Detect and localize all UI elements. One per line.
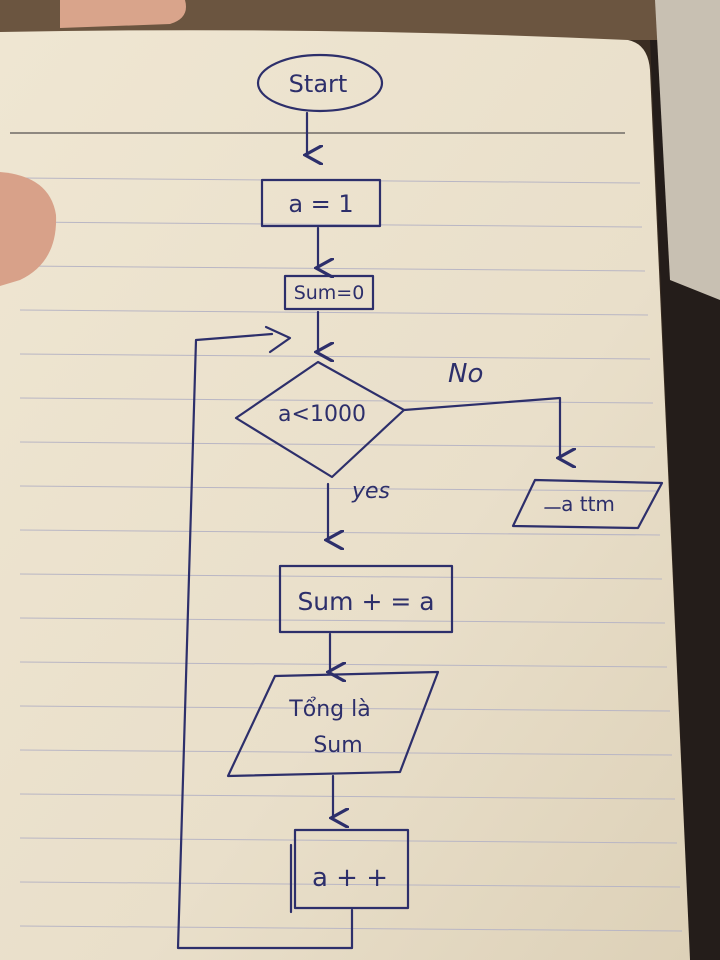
output-no-branch: [511, 478, 664, 530]
arrow-no-branch: [402, 396, 560, 458]
condition-label: a<1000: [278, 402, 366, 427]
output-label-line1: Tổng là: [288, 697, 370, 722]
increment-label: a + +: [312, 863, 388, 893]
process-sum-init: [283, 274, 375, 311]
loop-back-arrowhead: [264, 325, 292, 354]
decision-condition: [234, 360, 406, 479]
output-label-line2: Sum: [313, 733, 362, 758]
thumb-left: [0, 172, 57, 286]
loop-back-arrow: [176, 332, 354, 950]
yes-label: yes: [351, 479, 390, 504]
add-label: Sum + = a: [297, 587, 434, 616]
output-sum: [226, 670, 440, 778]
no-label: No: [448, 359, 483, 389]
process-increment: [293, 828, 410, 910]
thumb-top: [60, 0, 186, 28]
sum-init-label: Sum=0: [294, 282, 365, 304]
process-add: [278, 564, 454, 634]
process-a-init: [260, 178, 382, 228]
notebook-page: [0, 30, 690, 960]
ruled-lines: [10, 132, 683, 932]
fabric-right: [655, 0, 720, 300]
start-terminal: [256, 53, 384, 113]
no-output-label: a ttm: [561, 492, 615, 516]
start-label: Start: [289, 70, 348, 98]
a-init-label: a = 1: [288, 190, 353, 218]
flowchart: [176, 53, 664, 950]
